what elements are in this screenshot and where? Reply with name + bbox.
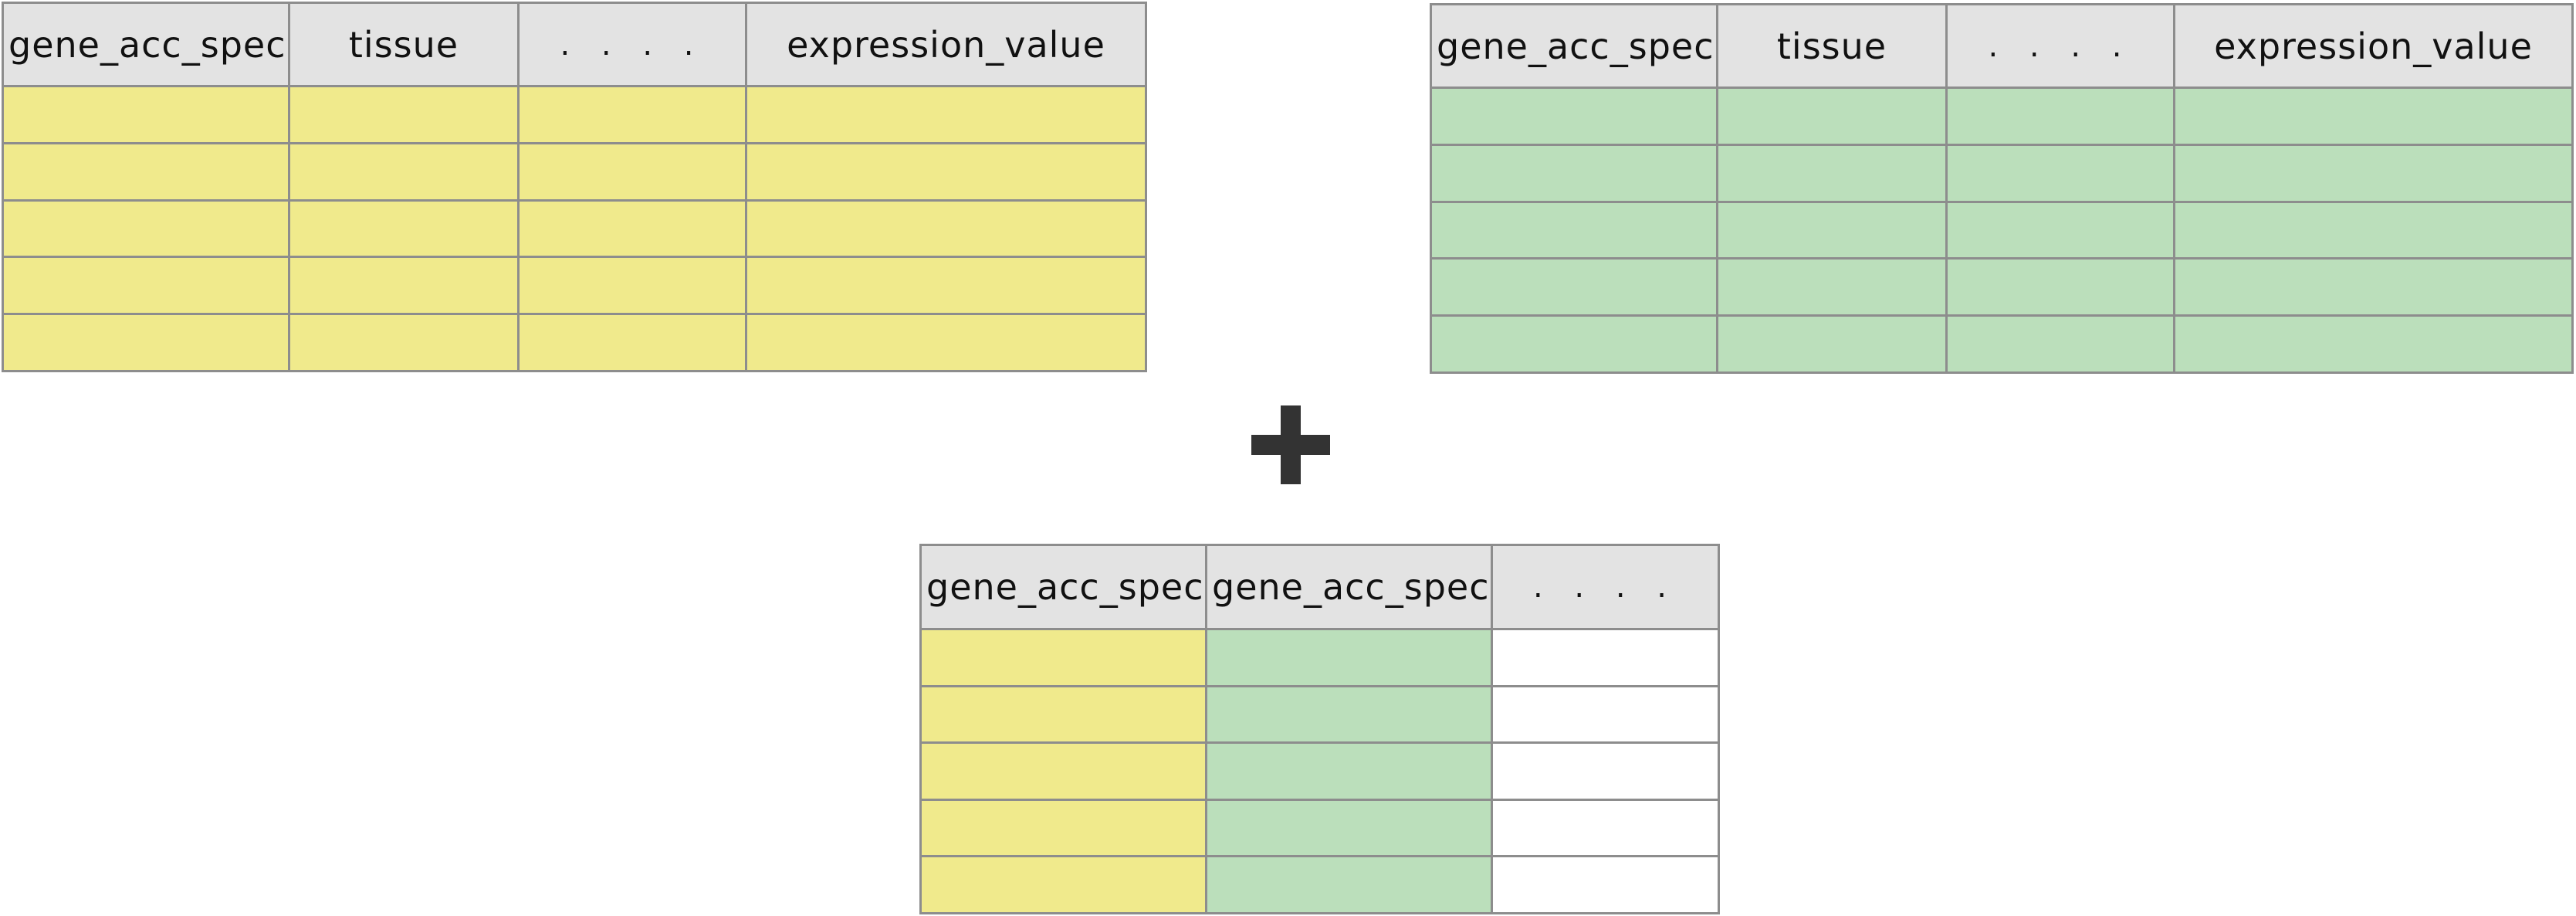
table-cell bbox=[2175, 89, 2571, 144]
header-gene-acc-species2: gene_acc_species 2 bbox=[1207, 546, 1491, 628]
table-cell bbox=[2175, 145, 2571, 201]
table-cell bbox=[922, 744, 1205, 799]
table-cell bbox=[4, 201, 288, 256]
table-cell bbox=[1432, 89, 1716, 144]
table-cell bbox=[1493, 744, 1718, 799]
table-cell bbox=[1718, 89, 1945, 144]
header-ellipsis: . . . . bbox=[1493, 546, 1718, 628]
table-cell bbox=[922, 800, 1205, 856]
header-tissue: tissue bbox=[290, 4, 517, 85]
header-gene-acc-species1: gene_acc_species1 bbox=[4, 4, 288, 85]
table-cell bbox=[290, 201, 517, 256]
header-expression-value: expression_value bbox=[747, 4, 1145, 85]
table-cell bbox=[1948, 317, 2173, 371]
table-cell bbox=[1948, 145, 2173, 201]
table-cell bbox=[4, 87, 288, 142]
table-cell bbox=[1493, 800, 1718, 856]
table-cell bbox=[1207, 744, 1491, 799]
table-cell bbox=[1493, 857, 1718, 912]
table-cell bbox=[290, 87, 517, 142]
table-cell bbox=[4, 315, 288, 370]
header-ellipsis: . . . . bbox=[1948, 5, 2173, 87]
table-cell bbox=[520, 144, 745, 199]
table-cell bbox=[2175, 260, 2571, 315]
table-cell bbox=[747, 201, 1145, 256]
table-cell bbox=[520, 201, 745, 256]
table-cell bbox=[4, 144, 288, 199]
table-cell bbox=[1207, 857, 1491, 912]
table-cell bbox=[747, 87, 1145, 142]
table-cell bbox=[1493, 630, 1718, 685]
header-expression-value: expression_value bbox=[2175, 5, 2571, 87]
table-cell bbox=[747, 315, 1145, 370]
table-cell bbox=[1432, 145, 1716, 201]
header-gene-acc-species1: gene_acc_species1 bbox=[922, 546, 1205, 628]
table-cell bbox=[1432, 202, 1716, 258]
table-cell bbox=[922, 857, 1205, 912]
table-cell bbox=[1718, 202, 1945, 258]
table-cell bbox=[520, 87, 745, 142]
table-cell bbox=[747, 144, 1145, 199]
header-gene-acc-species2: gene_acc_species2 bbox=[1432, 5, 1716, 87]
table-cell bbox=[1207, 630, 1491, 685]
table-cell bbox=[1207, 687, 1491, 742]
merged-ortholog-table: gene_acc_species1 gene_acc_species 2 . .… bbox=[919, 544, 1720, 914]
plus-icon bbox=[1251, 405, 1330, 484]
table-cell bbox=[1432, 260, 1716, 315]
table-cell bbox=[4, 258, 288, 314]
table-cell bbox=[1493, 687, 1718, 742]
header-tissue: tissue bbox=[1718, 5, 1945, 87]
table-cell bbox=[1718, 145, 1945, 201]
table-cell bbox=[1207, 800, 1491, 856]
table-cell bbox=[1718, 317, 1945, 371]
table-cell bbox=[520, 315, 745, 370]
table-cell bbox=[1948, 202, 2173, 258]
table-cell bbox=[2175, 202, 2571, 258]
table-cell bbox=[520, 258, 745, 314]
table-cell bbox=[1948, 89, 2173, 144]
table-cell bbox=[290, 315, 517, 370]
table-cell bbox=[290, 258, 517, 314]
table-cell bbox=[290, 144, 517, 199]
table-cell bbox=[922, 630, 1205, 685]
table-cell bbox=[747, 258, 1145, 314]
species2-expression-table: gene_acc_species2 tissue . . . . express… bbox=[1430, 3, 2574, 374]
header-ellipsis: . . . . bbox=[520, 4, 745, 85]
table-cell bbox=[2175, 317, 2571, 371]
species1-expression-table: gene_acc_species1 tissue . . . . express… bbox=[2, 2, 1147, 372]
table-cell bbox=[1718, 260, 1945, 315]
table-cell bbox=[922, 687, 1205, 742]
table-cell bbox=[1432, 317, 1716, 371]
table-cell bbox=[1948, 260, 2173, 315]
